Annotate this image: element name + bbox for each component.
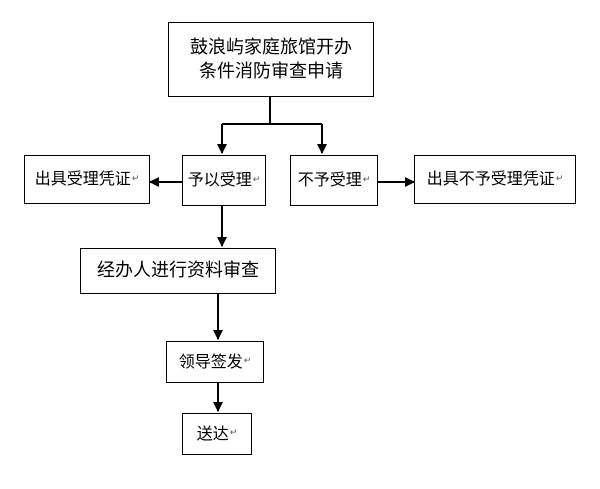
sign-label: 领导签发 — [178, 351, 243, 371]
accept-label: 予以受理 — [187, 170, 252, 190]
issue-accept-label: 出具受理凭证 — [34, 169, 131, 189]
return-mark-icon: ↵ — [555, 173, 564, 184]
return-mark-icon: ↵ — [131, 173, 140, 184]
return-mark-icon: ↵ — [362, 174, 371, 185]
issue-reject-label: 出具不予受理凭证 — [426, 169, 555, 189]
issue-accept-box: 出具受理凭证↵ — [24, 155, 150, 204]
reject-box: 不予受理↵ — [290, 155, 378, 206]
start-line-1: 鼓浪屿家庭旅馆开办 — [190, 37, 352, 59]
accept-box: 予以受理↵ — [182, 155, 266, 206]
review-box: 经办人进行资料审查 — [80, 248, 276, 294]
issue-reject-box: 出具不予受理凭证↵ — [414, 155, 576, 204]
return-mark-icon: ↵ — [243, 356, 252, 367]
return-mark-icon: ↵ — [229, 428, 238, 439]
reject-label: 不予受理 — [297, 170, 362, 190]
deliver-label: 送达 — [196, 423, 229, 443]
deliver-box: 送达↵ — [182, 413, 252, 455]
start-box: 鼓浪屿家庭旅馆开办 条件消防审查申请 — [168, 22, 374, 97]
review-label: 经办人进行资料审查 — [97, 260, 259, 282]
return-mark-icon: ↵ — [252, 174, 261, 185]
start-line-2: 条件消防审查申请 — [199, 60, 343, 82]
sign-box: 领导签发↵ — [166, 341, 264, 383]
